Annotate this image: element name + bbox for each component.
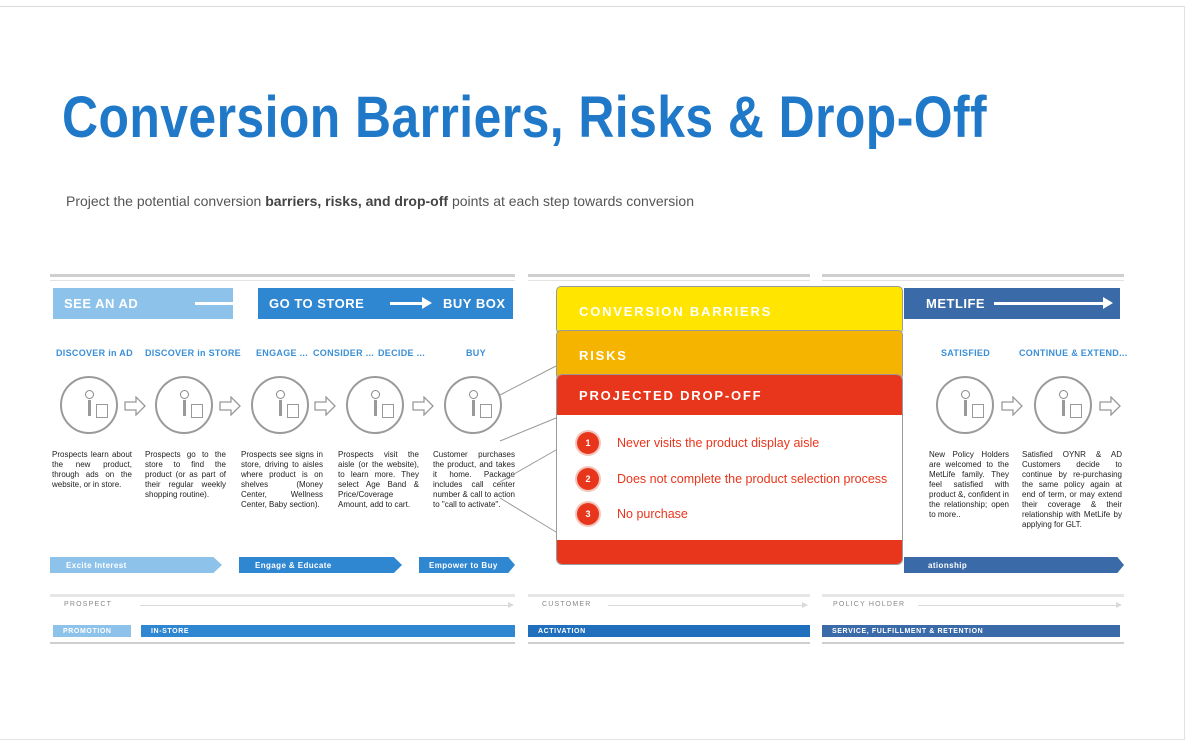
bottom-rule: [822, 642, 1124, 644]
flow-arrow-icon: [219, 396, 241, 416]
segment-arrow: [918, 602, 1122, 608]
section-subrule: [822, 280, 1124, 281]
arrow-right-icon: [390, 297, 432, 309]
bottom-rule: [528, 642, 810, 644]
desc-discover-ad: Prospects learn about the new product, t…: [52, 450, 132, 489]
page-subtitle: Project the potential conversion barrier…: [66, 193, 694, 209]
desc-continue: Satisfied OYNR & AD Customers decide to …: [1022, 450, 1122, 529]
dropoff-item: 1 Never visits the product display aisle: [577, 432, 819, 454]
stage-see-an-ad: SEE AN AD: [53, 288, 279, 319]
person-heart-icon: [936, 376, 994, 434]
section-rule-prospect: [50, 274, 515, 277]
bar-activation: ACTIVATION: [528, 625, 810, 637]
bar-in-store: IN-STORE: [141, 625, 515, 637]
person-buy-icon: [444, 376, 502, 434]
flow-arrow-icon: [412, 396, 434, 416]
frame-top-border: [0, 6, 1184, 7]
segment-arrow: [140, 602, 514, 608]
section-rule-customer: [528, 274, 810, 277]
person-extend-icon: [1034, 376, 1092, 434]
panel-footer: [557, 540, 902, 564]
dropoff-item: 2 Does not complete the product selectio…: [577, 468, 887, 490]
step-continue: CONTINUE & EXTEND...: [1019, 348, 1128, 358]
dropoff-item-text: Does not complete the product selection …: [617, 472, 888, 486]
number-badge: 2: [577, 468, 599, 490]
flow-arrow-icon: [124, 396, 146, 416]
band-engage-educate: Engage & Educate: [239, 557, 402, 573]
section-subrule: [528, 280, 810, 281]
stage-label: METLIFE: [926, 296, 986, 311]
dropoff-item-text: No purchase: [617, 507, 688, 521]
segment-rule: [822, 594, 1124, 597]
page-title: Conversion Barriers, Risks & Drop-Off: [62, 85, 988, 150]
desc-engage: Prospects see signs in store, driving to…: [241, 450, 323, 509]
step-discover-store: DISCOVER in STORE: [145, 348, 241, 358]
step-satisfied: SATISFIED: [941, 348, 991, 358]
frame-right-border: [1184, 6, 1185, 740]
projected-dropoff-panel: PROJECTED DROP-OFF 1 Never visits the pr…: [556, 374, 903, 565]
stage-go-to-store: GO TO STORE BUY BOX: [258, 288, 513, 319]
number-badge: 3: [577, 503, 599, 525]
projected-dropoff-header: PROJECTED DROP-OFF: [557, 375, 902, 415]
stage-label: SEE AN AD: [64, 296, 139, 311]
segment-rule: [50, 594, 515, 597]
step-buy: BUY: [466, 348, 486, 358]
segment-policy-holder: POLICY HOLDER: [833, 601, 906, 608]
person-computer-icon: [60, 376, 118, 434]
flow-arrow-icon: [314, 396, 336, 416]
segment-rule: [528, 594, 810, 597]
segment-prospect: PROSPECT: [64, 601, 113, 608]
desc-discover-store: Prospects go to the store to find the pr…: [145, 450, 226, 499]
conversion-barriers-header: CONVERSION BARRIERS: [556, 286, 903, 334]
person-shelf-icon: [251, 376, 309, 434]
desc-consider: Prospects visit the aisle (or the websit…: [338, 450, 419, 509]
bar-service: SERVICE, FULFILLMENT & RETENTION: [822, 625, 1120, 637]
section-subrule: [50, 280, 515, 281]
band-relationship: ationship: [904, 557, 1124, 573]
flow-arrow-icon: [1001, 396, 1023, 416]
risks-header: RISKS: [556, 330, 903, 380]
step-decide: DECIDE ...: [378, 348, 426, 358]
dropoff-item: 3 No purchase: [577, 503, 688, 525]
desc-satisfied: New Policy Holders are welcomed to the M…: [929, 450, 1009, 519]
frame-bottom-border: [0, 739, 1184, 740]
bottom-rule: [50, 642, 515, 644]
bar-promotion: PROMOTION: [53, 625, 131, 637]
person-thinking-icon: [346, 376, 404, 434]
band-excite-interest: Excite Interest: [50, 557, 222, 573]
flow-arrow-icon: [1099, 396, 1121, 416]
band-empower-buy: Empower to Buy: [419, 557, 515, 573]
step-discover-ad: DISCOVER in AD: [56, 348, 133, 358]
step-engage: ENGAGE ...: [256, 348, 309, 358]
segment-arrow: [608, 602, 808, 608]
number-badge: 1: [577, 432, 599, 454]
arrow-right-icon: [994, 297, 1113, 309]
stage-label: BUY BOX: [443, 296, 506, 311]
step-consider: CONSIDER ...: [313, 348, 375, 358]
person-cart-icon: [155, 376, 213, 434]
desc-buy: Customer purchases the product, and take…: [433, 450, 515, 509]
segment-customer: CUSTOMER: [542, 601, 592, 608]
stage-label: GO TO STORE: [269, 296, 365, 311]
dropoff-item-text: Never visits the product display aisle: [617, 436, 820, 450]
stage-metlife: METLIFE: [904, 288, 1120, 319]
section-rule-policy: [822, 274, 1124, 277]
